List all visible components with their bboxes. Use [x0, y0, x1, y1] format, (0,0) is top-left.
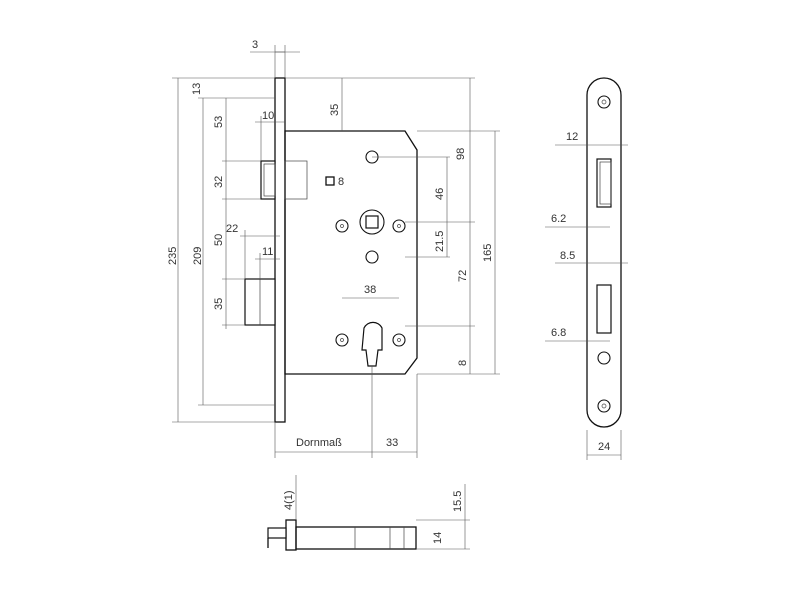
dim-10: 10 [262, 110, 274, 122]
bottom-faceplate [285, 519, 297, 551]
dim-6-2: 6.2 [551, 213, 566, 225]
latch-inner [263, 163, 276, 197]
dim-38: 38 [364, 284, 376, 296]
dim-53: 53 [213, 116, 225, 128]
case-hole-bottom-left [335, 333, 349, 347]
case-hole-right [392, 219, 406, 233]
front-bolt [596, 284, 612, 334]
dim-235: 235 [167, 247, 179, 265]
bottom-tab [267, 527, 287, 539]
dim-35-top: 35 [329, 104, 341, 116]
dim-14: 14 [432, 532, 444, 544]
front-latch-inner [599, 161, 612, 205]
dim-33: 33 [386, 437, 398, 449]
latch [260, 160, 276, 200]
screw-dot [601, 403, 607, 409]
front-view [586, 77, 622, 428]
spindle-square [365, 215, 379, 229]
dim-98: 98 [455, 148, 467, 160]
latch-spring [284, 160, 308, 200]
dim-32: 32 [213, 176, 225, 188]
dim-35-bolt: 35 [213, 298, 225, 310]
hole-dot [397, 338, 401, 342]
front-dimensions: 12 6.2 8.5 6.8 24 [545, 131, 628, 460]
dim-8-bottom: 8 [457, 360, 469, 366]
case-hole-left [335, 219, 349, 233]
hole-dot [340, 224, 344, 228]
dim-24: 24 [598, 441, 610, 453]
spindle-symbol-icon [325, 176, 335, 186]
dim-spindle-8: 8 [338, 176, 344, 188]
cylinder-cutout [361, 321, 383, 367]
dim-dornmass: Dornmaß [296, 437, 342, 449]
dim-8-5: 8.5 [560, 250, 575, 262]
hole-dot [397, 224, 401, 228]
faceplate [274, 77, 286, 423]
bottom-view [267, 519, 417, 551]
bottom-body [295, 526, 417, 550]
case-hole-bottom-right [392, 333, 406, 347]
dim-22: 22 [226, 223, 238, 235]
dim-50: 50 [213, 234, 225, 246]
dim-46: 46 [434, 188, 446, 200]
dim-72: 72 [457, 270, 469, 282]
dim-11: 11 [262, 246, 273, 258]
front-screw-bottom [597, 399, 611, 413]
front-cylinder-hole [597, 351, 611, 365]
dim-6-8: 6.8 [551, 327, 566, 339]
dim-15-5: 15.5 [452, 491, 464, 512]
case-hole-lower [365, 250, 379, 264]
front-faceplate [586, 77, 622, 428]
dim-209: 209 [192, 247, 204, 265]
screw-dot [601, 99, 607, 105]
hole-dot [340, 338, 344, 342]
dim-165: 165 [482, 244, 494, 262]
dim-4-1: 4(1) [283, 490, 295, 510]
dim-21-5: 21.5 [434, 231, 446, 252]
dim-3: 3 [252, 39, 258, 51]
front-screw-top [597, 95, 611, 109]
side-dimensions: 3 235 209 13 53 32 50 35 10 22 11 3 [167, 39, 500, 458]
lock-case [284, 130, 418, 375]
dim-12: 12 [566, 131, 578, 143]
dim-13: 13 [191, 83, 203, 95]
bottom-dimensions: 4(1) 15.5 14 [283, 475, 470, 550]
front-latch [596, 158, 612, 208]
